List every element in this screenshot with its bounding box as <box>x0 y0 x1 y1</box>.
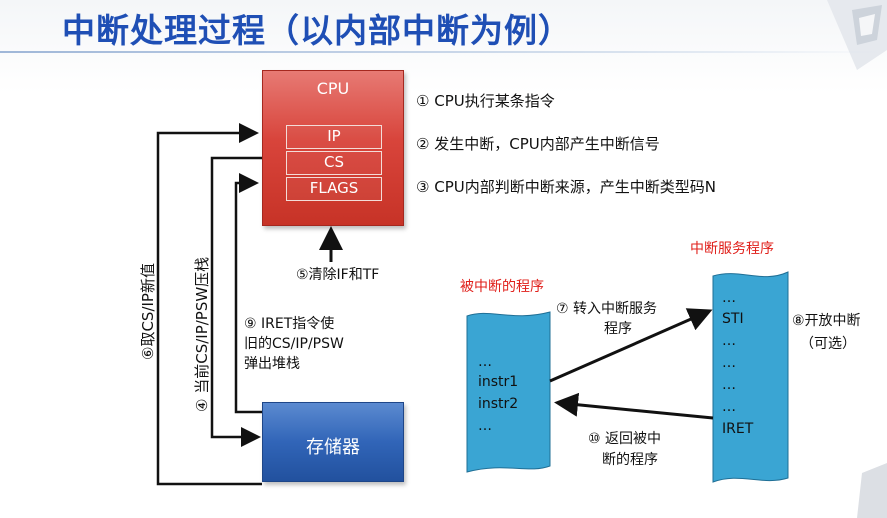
step-9-line-2: 旧的CS/IP/PSW <box>244 336 344 352</box>
arrow-fetch-new-csip <box>156 123 262 486</box>
register-flags: FLAGS <box>286 177 382 201</box>
isr-line-1: … <box>722 290 736 306</box>
isr-title: 中断服务程序 <box>690 241 774 257</box>
step-2: ② 发生中断，CPU内部产生中断信号 <box>416 135 660 153</box>
step-8-line-2: （可选） <box>800 336 856 352</box>
isr-line-6: … <box>722 399 736 415</box>
corner-decoration-bottom <box>857 463 887 518</box>
register-ip: IP <box>286 125 382 149</box>
step-3: ③ CPU内部判断中断来源，产生中断类型码N <box>416 178 716 196</box>
step-10-line-1: ⑩ 返回被中 <box>588 431 662 447</box>
step-7-line-1: ⑦ 转入中断服务 <box>556 301 658 317</box>
interrupted-program-title: 被中断的程序 <box>460 279 544 295</box>
step-9-line-1: ⑨ IRET指令使 <box>244 316 335 332</box>
register-cs: CS <box>286 151 382 175</box>
step-1: ① CPU执行某条指令 <box>416 92 555 110</box>
isr-line-5: … <box>722 377 736 393</box>
isr-line-iret: IRET <box>722 421 754 437</box>
interrupted-program-shape <box>466 311 551 473</box>
step-8-line-1: ⑧开放中断 <box>792 313 861 329</box>
arrow-return-program <box>554 392 714 420</box>
arrow-jump-isr <box>549 308 713 383</box>
title-divider <box>0 51 887 53</box>
arrow-push-stack <box>210 156 262 447</box>
cpu-label: CPU <box>316 79 350 98</box>
program-line-1: … <box>478 354 492 370</box>
cpu-box: CPU IP CS FLAGS <box>262 70 404 226</box>
isr-shape <box>712 271 789 483</box>
isr-line-4: … <box>722 355 736 371</box>
program-line-4: … <box>478 418 492 434</box>
step-10-line-2: 断的程序 <box>602 452 658 468</box>
step-4-vertical: ④ 当前CS/IP/PSW压栈 <box>193 256 211 412</box>
program-line-instr1: instr1 <box>478 374 519 390</box>
memory-box: 存储器 <box>262 402 404 482</box>
step-5: ⑤清除IF和TF <box>296 267 380 283</box>
memory-label: 存储器 <box>306 437 360 458</box>
step-6-vertical: ⑥取CS/IP新值 <box>139 263 157 360</box>
isr-line-sti: STI <box>722 311 744 327</box>
arrow-iret-pop <box>234 173 262 414</box>
step-7-line-2: 程序 <box>604 321 632 337</box>
page-title: 中断处理过程（以内部中断为例） <box>62 11 572 50</box>
step-9-line-3: 弹出堆栈 <box>244 356 300 372</box>
program-line-instr2: instr2 <box>478 396 519 412</box>
isr-line-3: … <box>722 333 736 349</box>
